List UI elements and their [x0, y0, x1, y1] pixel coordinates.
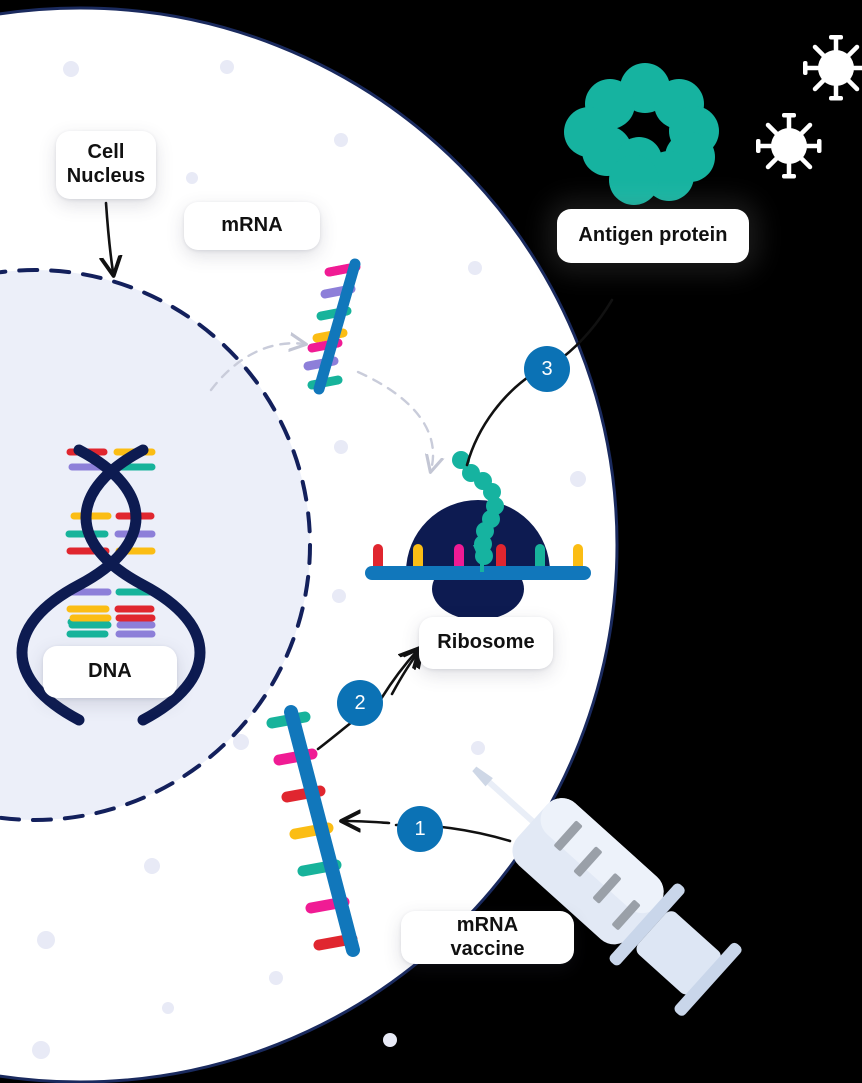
- syringe: [472, 766, 742, 1016]
- label-ribosome: Ribosome: [419, 617, 553, 669]
- step3-connector: [465, 371, 536, 467]
- step-badge-2: 2: [337, 680, 383, 726]
- protein-chain: [452, 451, 504, 565]
- step3-connector-outer: [560, 298, 614, 360]
- mrna-to-ribosome-arrow: [356, 370, 433, 470]
- dna-strand: [16, 444, 206, 726]
- antigen-protein: [564, 63, 719, 205]
- ribosome-arrow: [390, 650, 420, 696]
- step1-arrow: [345, 821, 391, 823]
- label-cell-nucleus: Cell Nucleus: [56, 131, 156, 199]
- mrna-upper: [303, 258, 361, 395]
- label-dna: DNA: [43, 646, 177, 698]
- step-badge-1: 1: [397, 806, 443, 852]
- label-mrna: mRNA: [184, 202, 320, 250]
- cytoplasm-dots: [32, 60, 586, 1059]
- nucleus-to-mrna-arrow: [209, 343, 304, 392]
- virus-particles: [756, 35, 862, 179]
- cell-nucleus-arrow: [106, 201, 113, 272]
- label-antigen-protein: Antigen protein: [557, 209, 749, 263]
- label-mrna-vaccine: mRNA vaccine: [401, 911, 574, 964]
- mrna-lower: [266, 705, 360, 957]
- step-badge-3: 3: [524, 346, 570, 392]
